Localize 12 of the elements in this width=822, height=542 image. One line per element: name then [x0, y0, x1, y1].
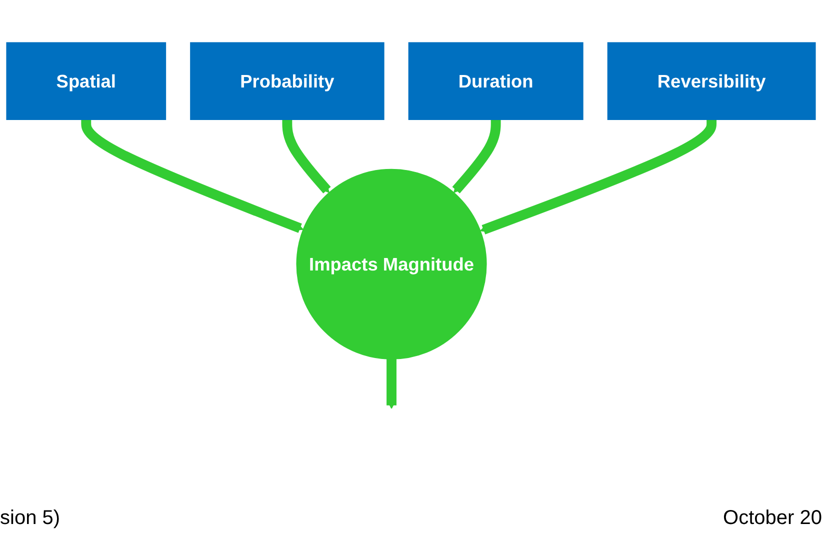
footer-note: October 20: [723, 507, 822, 530]
footer-note: sion 5): [0, 507, 60, 530]
arrow: [452, 118, 501, 193]
node-box: Spatial: [6, 42, 166, 120]
node-box: Duration: [408, 42, 584, 120]
arrow: [480, 118, 717, 234]
arrow: [282, 118, 331, 193]
node-box: Reversibility: [607, 42, 816, 120]
arrow: [386, 358, 396, 409]
node-circle: Impacts Magnitude: [296, 168, 487, 359]
arrow: [81, 118, 304, 232]
node-box: Probability: [190, 42, 384, 120]
